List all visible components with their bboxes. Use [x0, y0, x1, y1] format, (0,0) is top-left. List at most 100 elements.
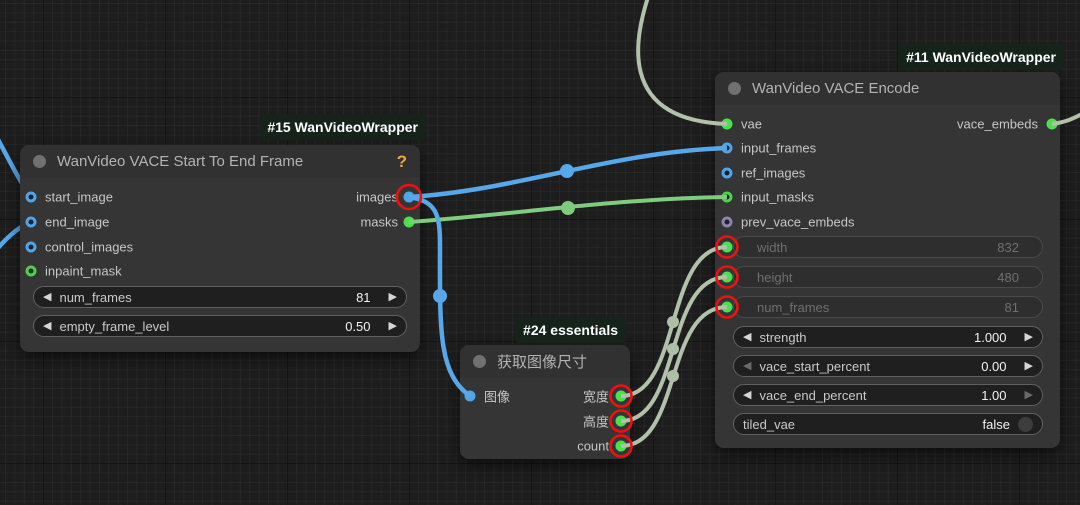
node-wanvideo-vace-encode[interactable]: #11 WanVideoWrapper WanVideo VACE Encode… [715, 44, 1064, 448]
output-port-count[interactable] [615, 440, 627, 452]
widget-value: 832 [997, 239, 1019, 255]
widget-height-linked[interactable]: height 480 [733, 266, 1043, 288]
input-port-start-image[interactable] [25, 191, 37, 203]
input-port-image[interactable] [464, 390, 476, 402]
widget-value: 1.000 [973, 329, 1007, 345]
output-label: images [356, 189, 398, 205]
decrement-arrow-icon[interactable]: ◀ [43, 319, 52, 332]
widget-value: 81 [356, 289, 371, 305]
input-port-ref-images[interactable] [721, 167, 733, 179]
decrement-arrow-icon[interactable]: ◀ [743, 388, 752, 401]
widget-strength[interactable]: ◀ strength 1.000 ▶ [733, 326, 1043, 348]
output-port-vace-embeds[interactable] [1046, 118, 1058, 130]
widget-value: false [982, 416, 1010, 432]
output-label: 宽度 [582, 389, 609, 405]
output-label: 高度 [582, 414, 609, 430]
node-wanvideo-vace-start-to-end-frame[interactable]: #15 WanVideoWrapper WanVideo VACE Start … [20, 114, 426, 352]
increment-arrow-icon[interactable]: ▶ [1024, 388, 1033, 401]
widget-label: width [757, 239, 788, 255]
input-label: input_frames [741, 140, 817, 156]
input-port-width-widget[interactable] [721, 241, 733, 253]
decrement-arrow-icon[interactable]: ◀ [43, 290, 52, 303]
increment-arrow-icon[interactable]: ▶ [388, 319, 397, 332]
widget-empty-frame-level[interactable]: ◀ empty_frame_level 0.50 ▶ [33, 315, 407, 337]
widget-label: num_frames [757, 299, 830, 315]
increment-arrow-icon[interactable]: ▶ [1024, 359, 1033, 372]
output-label: count [577, 438, 609, 454]
output-label: masks [360, 214, 398, 230]
input-label: input_masks [741, 189, 814, 205]
input-port-input-masks[interactable] [721, 191, 733, 203]
input-port-input-frames[interactable] [721, 142, 733, 154]
input-port-prev-vace-embeds[interactable] [721, 216, 733, 228]
widget-value: 480 [997, 269, 1019, 285]
decrement-arrow-icon[interactable]: ◀ [743, 330, 752, 343]
toggle-knob-icon[interactable] [1018, 416, 1033, 432]
widget-tiled-vae-toggle[interactable]: tiled_vae false [733, 413, 1043, 435]
help-icon[interactable]: ? [396, 151, 407, 171]
input-port-control-images[interactable] [25, 241, 37, 253]
node-id-badge: #15 WanVideoWrapper [259, 114, 426, 140]
input-port-num-frames-widget[interactable] [721, 301, 733, 313]
node-title: 获取图像尺寸 [497, 354, 588, 371]
input-label: prev_vace_embeds [741, 214, 855, 230]
reroute-dot [667, 370, 679, 382]
input-label: ref_images [741, 165, 806, 181]
widget-vace-start-percent[interactable]: ◀ vace_start_percent 0.00 ▶ [733, 355, 1043, 377]
wire-masks-to-input-masks [408, 195, 728, 224]
output-port-height[interactable] [615, 415, 627, 427]
node-title: WanVideo VACE Start To End Frame [57, 153, 304, 170]
increment-arrow-icon[interactable]: ▶ [1024, 330, 1033, 343]
input-label: start_image [45, 189, 113, 205]
widget-label: strength [759, 329, 807, 345]
node-get-image-size[interactable]: #24 essentials 获取图像尺寸 图像 宽度 高度 count [460, 317, 630, 459]
widget-label: tiled_vae [743, 416, 796, 432]
input-label: end_image [45, 214, 110, 230]
widget-value: 0.00 [981, 358, 1007, 374]
decrement-arrow-icon[interactable]: ◀ [743, 359, 752, 372]
input-label: control_images [45, 239, 134, 255]
node-title: WanVideo VACE Encode [752, 80, 920, 97]
widget-width-linked[interactable]: width 832 [733, 236, 1043, 258]
reroute-dot [433, 289, 447, 303]
input-port-vae[interactable] [721, 118, 733, 130]
input-label: 图像 [484, 389, 511, 405]
widget-value: 0.50 [345, 318, 371, 334]
wire-images-to-input-frames [408, 145, 728, 200]
output-port-images[interactable] [403, 191, 415, 203]
collapse-dot-icon[interactable] [728, 82, 741, 95]
increment-arrow-icon[interactable]: ▶ [388, 290, 397, 303]
node-id-badge: #11 WanVideoWrapper [898, 44, 1064, 70]
input-label: vae [741, 116, 762, 132]
output-label: vace_embeds [957, 116, 1038, 132]
output-port-masks[interactable] [403, 216, 415, 228]
output-port-width[interactable] [615, 390, 627, 402]
wire-top-to-vae [636, 0, 728, 126]
reroute-dot [667, 316, 679, 328]
node-title-bar[interactable]: WanVideo VACE Start To End Frame ? [20, 145, 420, 178]
collapse-dot-icon[interactable] [473, 355, 486, 368]
widget-vace-end-percent[interactable]: ◀ vace_end_percent 1.00 ▶ [733, 384, 1043, 406]
widget-value: 81 [1004, 299, 1019, 315]
wire-count-to-num-frames [620, 305, 728, 448]
node-id-badge: #24 essentials [515, 317, 626, 343]
input-label: inpaint_mask [45, 263, 122, 279]
widget-label: vace_start_percent [759, 358, 871, 374]
input-port-inpaint-mask[interactable] [25, 265, 37, 277]
node-title-bar[interactable]: 获取图像尺寸 [460, 345, 630, 378]
collapse-dot-icon[interactable] [33, 155, 46, 168]
reroute-dot [667, 343, 679, 355]
widget-num-frames[interactable]: ◀ num_frames 81 ▶ [33, 286, 407, 308]
wire-height-to-height [620, 275, 728, 423]
wire-width-to-width [620, 245, 728, 398]
input-port-height-widget[interactable] [721, 271, 733, 283]
widget-label: vace_end_percent [759, 387, 867, 403]
node-title-bar[interactable]: WanVideo VACE Encode [715, 72, 1060, 105]
reroute-dot [561, 201, 575, 215]
widget-value: 1.00 [981, 387, 1007, 403]
input-port-end-image[interactable] [25, 216, 37, 228]
widget-label: num_frames [59, 289, 132, 305]
widget-label: empty_frame_level [59, 318, 170, 334]
widget-num-frames-linked[interactable]: num_frames 81 [733, 296, 1043, 318]
